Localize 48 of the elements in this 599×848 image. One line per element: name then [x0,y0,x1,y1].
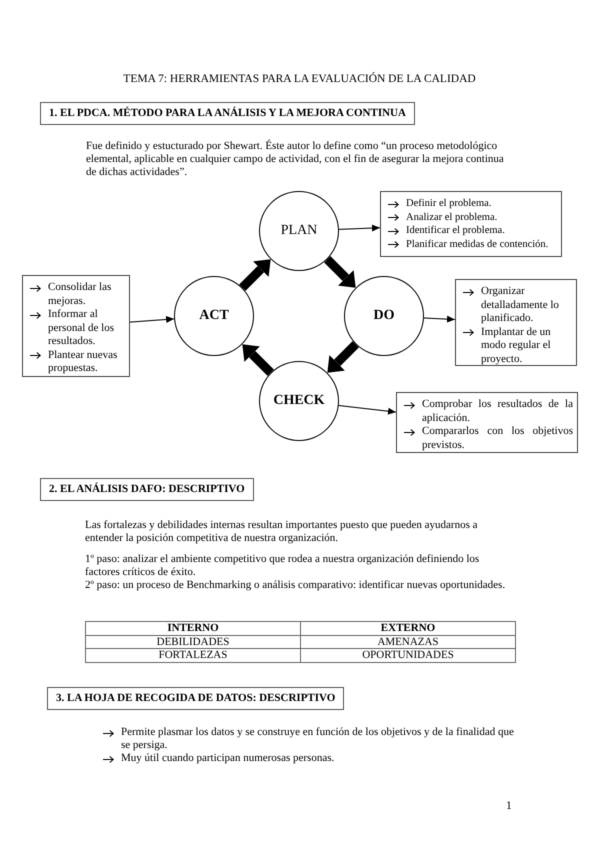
step-list-box [380,191,562,257]
phase-circle [259,361,339,441]
list-item-text: Organizar detalladamente lo planificado. [481,285,560,326]
list-item-text: Comprobar los resultados de la aplicación. [422,398,573,425]
arrow [338,224,380,232]
list-item-text: Compararlos con los objetivos previstos. [422,425,573,452]
table-header-cell: INTERNO [86,622,300,635]
paragraph-text: 1º paso: analizar el ambiente competitivo que rodea a nuestra organización definiendo los factores críticos de éxito. [85,553,480,579]
table-header-cell: EXTERNO [300,622,516,635]
table-cell: DEBILIDADES [86,635,300,648]
step-list-box [396,392,578,453]
step-list-box [22,275,130,377]
phase-label: PLAN [280,223,318,239]
table-cell: OPORTUNIDADES [300,648,516,662]
phase-label: DO [374,308,394,324]
list-item-text: Informar al personal de los resultados. [48,308,115,348]
section-heading: 3. LA HOJA DE RECOGIDA DE DATOS: DESCRIPTIVO [47,687,344,710]
block-arrow [327,341,359,373]
page-number: 1 [506,799,512,813]
page-title: TEMA 7: HERRAMIENTAS PARA LA EVALUACIÓN DE LA CALIDAD [122,72,477,86]
list-item-text: Consolidar las mejoras. [48,281,112,308]
bullet-text: Muy útil cuando participan numerosas personas. [121,752,336,765]
paragraph-text: Las fortalezas y debilidades internas resultan importantes puesto que pueden ayudarnos a entender la posición competitiva de nuestra organización. [85,519,479,545]
block-arrow [242,344,274,376]
table-cell: AMENAZAS [300,635,516,648]
list-item-text: Identificar el problema. [406,224,506,238]
list-item-text: Analizar el problema. [406,210,498,224]
phase-circle [174,276,254,356]
arrow [338,405,396,415]
section-heading: 2. EL ANÁLISIS DAFO: DESCRIPTIVO [40,478,254,501]
arrow [424,316,456,323]
phase-circle [344,276,424,356]
phase-label: ACT [199,308,229,324]
paragraph-text: Fue definido y estucturado por Shewart. Éste autor lo define como “un proceso metodológico elemental, aplicable en cualquier campo de actividad, con el fin de asegurar la mejora continua de dichas actividades”. [86,140,505,179]
list-item-text: Plantear nuevas propuestas. [48,348,118,376]
step-list-box [455,279,577,366]
list-item-text: Implantar de un modo regular el proyecto. [481,326,552,366]
section-heading: 1. EL PDCA. MÉTODO PARA LA ANÁLISIS Y LA MEJORA CONTINUA [40,102,415,125]
phase-circle [259,191,339,271]
list-item-text: Planificar medidas de contención. [406,238,550,251]
phase-label: CHECK [273,393,325,409]
bullet-text: Permite plasmar los datos y se construye en función de los objetivos y de la finalidad que se persiga. [121,726,515,752]
table-cell: FORTALEZAS [86,648,300,662]
paragraph-text: 2º paso: un proceso de Benchmarking o análisis comparativo: identificar nuevas oportunidades. [85,579,506,592]
block-arrow [324,256,356,288]
list-item-text: Definir el problema. [406,197,492,210]
block-arrow [239,259,271,291]
arrow [130,316,175,323]
